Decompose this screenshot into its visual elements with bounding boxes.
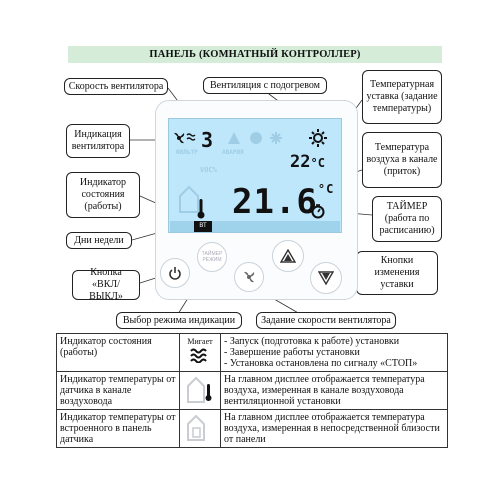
callout-heated-ventilation: Вентиляция с подогревом — [203, 77, 327, 94]
day-slot — [304, 221, 322, 232]
legend-row: Индикатор температуры от встроенного в п… — [56, 409, 448, 448]
fan-speed-digit: 3 — [201, 128, 214, 152]
voc-label: VOC% — [200, 166, 217, 174]
callout-temp-buttons: Кнопки изменения уставки — [356, 251, 438, 295]
triangle-down-icon — [318, 271, 334, 285]
mode-button-label: ТАЙМЕР РЕЖИМ — [201, 251, 223, 263]
power-icon — [169, 267, 181, 280]
day-active: ВТ — [194, 221, 212, 232]
callout-weekdays: Дни недели — [66, 232, 132, 249]
callout-status-indicator: Индикатор состояния (работы) — [66, 172, 140, 218]
legend-row: Индикатор температуры от датчика в канал… — [56, 371, 448, 410]
legend-line: - Установка остановлена по сигналу «СТОП… — [224, 358, 418, 369]
temp-down-button[interactable] — [310, 262, 342, 294]
legend-icon-cell: Мигает — [179, 333, 221, 372]
day-slot — [282, 221, 300, 232]
temp-up-button[interactable] — [272, 240, 304, 272]
timer-icon — [310, 203, 326, 224]
legend-description: На главном дисплее отображается температ… — [220, 371, 448, 410]
legend-description: На главном дисплее отображается температ… — [220, 409, 448, 448]
legend-icon-cell — [179, 371, 221, 410]
filter-label: ФИЛЬТР — [176, 149, 198, 156]
day-slot — [216, 221, 234, 232]
callout-temp-setpoint: Температурная уставка (задание температу… — [362, 70, 442, 124]
mode-button[interactable]: ТАЙМЕР РЕЖИМ — [197, 242, 227, 272]
callout-duct-air-temp-text: Температура воздуха в канале (приток) — [366, 142, 438, 177]
page-title: ПАНЕЛЬ (КОМНАТНЫЙ КОНТРОЛЛЕР) — [68, 46, 442, 63]
day-slot — [172, 221, 190, 232]
fan-icon — [172, 130, 198, 151]
waves-icon — [190, 348, 207, 364]
alarm-label: АВАРИЯ — [222, 149, 244, 156]
legend-icon-cell — [179, 409, 221, 448]
callout-fan-speed: Скорость вентилятора — [64, 78, 168, 95]
legend-table: Индикатор состояния (работы) Мигает - За… — [56, 333, 448, 448]
legend-line: - Запуск (подготовка к работе) установки — [224, 336, 400, 347]
main-temp-unit: °C — [317, 182, 335, 196]
callout-timer: ТАЙМЕР (работа по расписанию) — [372, 196, 442, 242]
callout-mode-select: Выбор режима индикации — [116, 312, 242, 329]
duct-thermometer-icon — [187, 376, 212, 403]
main-temperature: 21.6°C — [232, 182, 334, 222]
legend-line: - Завершение работы установки — [224, 347, 360, 358]
fan-speed-button[interactable] — [234, 262, 264, 292]
callout-fan-indication: Индикация вентилятора — [66, 124, 130, 158]
legend-label: Индикатор состояния (работы) — [56, 333, 180, 372]
callout-duct-air-temp: Температура воздуха в канале (приток) — [362, 132, 442, 188]
panel-sensor-icon — [187, 414, 205, 441]
setpoint-number: 22 — [290, 152, 311, 172]
mode-icons-faint — [226, 130, 286, 151]
heating-sun-icon — [308, 128, 328, 153]
fan-button-icon — [244, 271, 255, 283]
day-slot — [238, 221, 256, 232]
legend-description: - Запуск (подготовка к работе) установки… — [220, 333, 448, 372]
setpoint-unit: °C — [310, 156, 325, 170]
triangle-up-icon — [280, 249, 296, 263]
legend-icon-caption: Мигает — [187, 337, 213, 346]
legend-label: Индикатор температуры от датчика в канал… — [56, 371, 180, 410]
setpoint-value: 22°C — [290, 152, 325, 172]
legend-label: Индикатор температуры от встроенного в п… — [56, 409, 180, 448]
legend-row: Индикатор состояния (работы) Мигает - За… — [56, 333, 448, 372]
main-temp-number: 21.6 — [232, 182, 318, 222]
callout-fan-speed-set: Задание скорости вентилятора — [256, 312, 396, 329]
weekday-bar: ВТ — [170, 221, 340, 232]
thermometer-icon — [197, 198, 205, 225]
status-house-icon-faint — [178, 184, 200, 219]
power-button[interactable] — [160, 258, 190, 288]
callout-power-button: Кнопка «ВКЛ/ВЫКЛ» — [72, 267, 140, 302]
day-slot — [260, 221, 278, 232]
